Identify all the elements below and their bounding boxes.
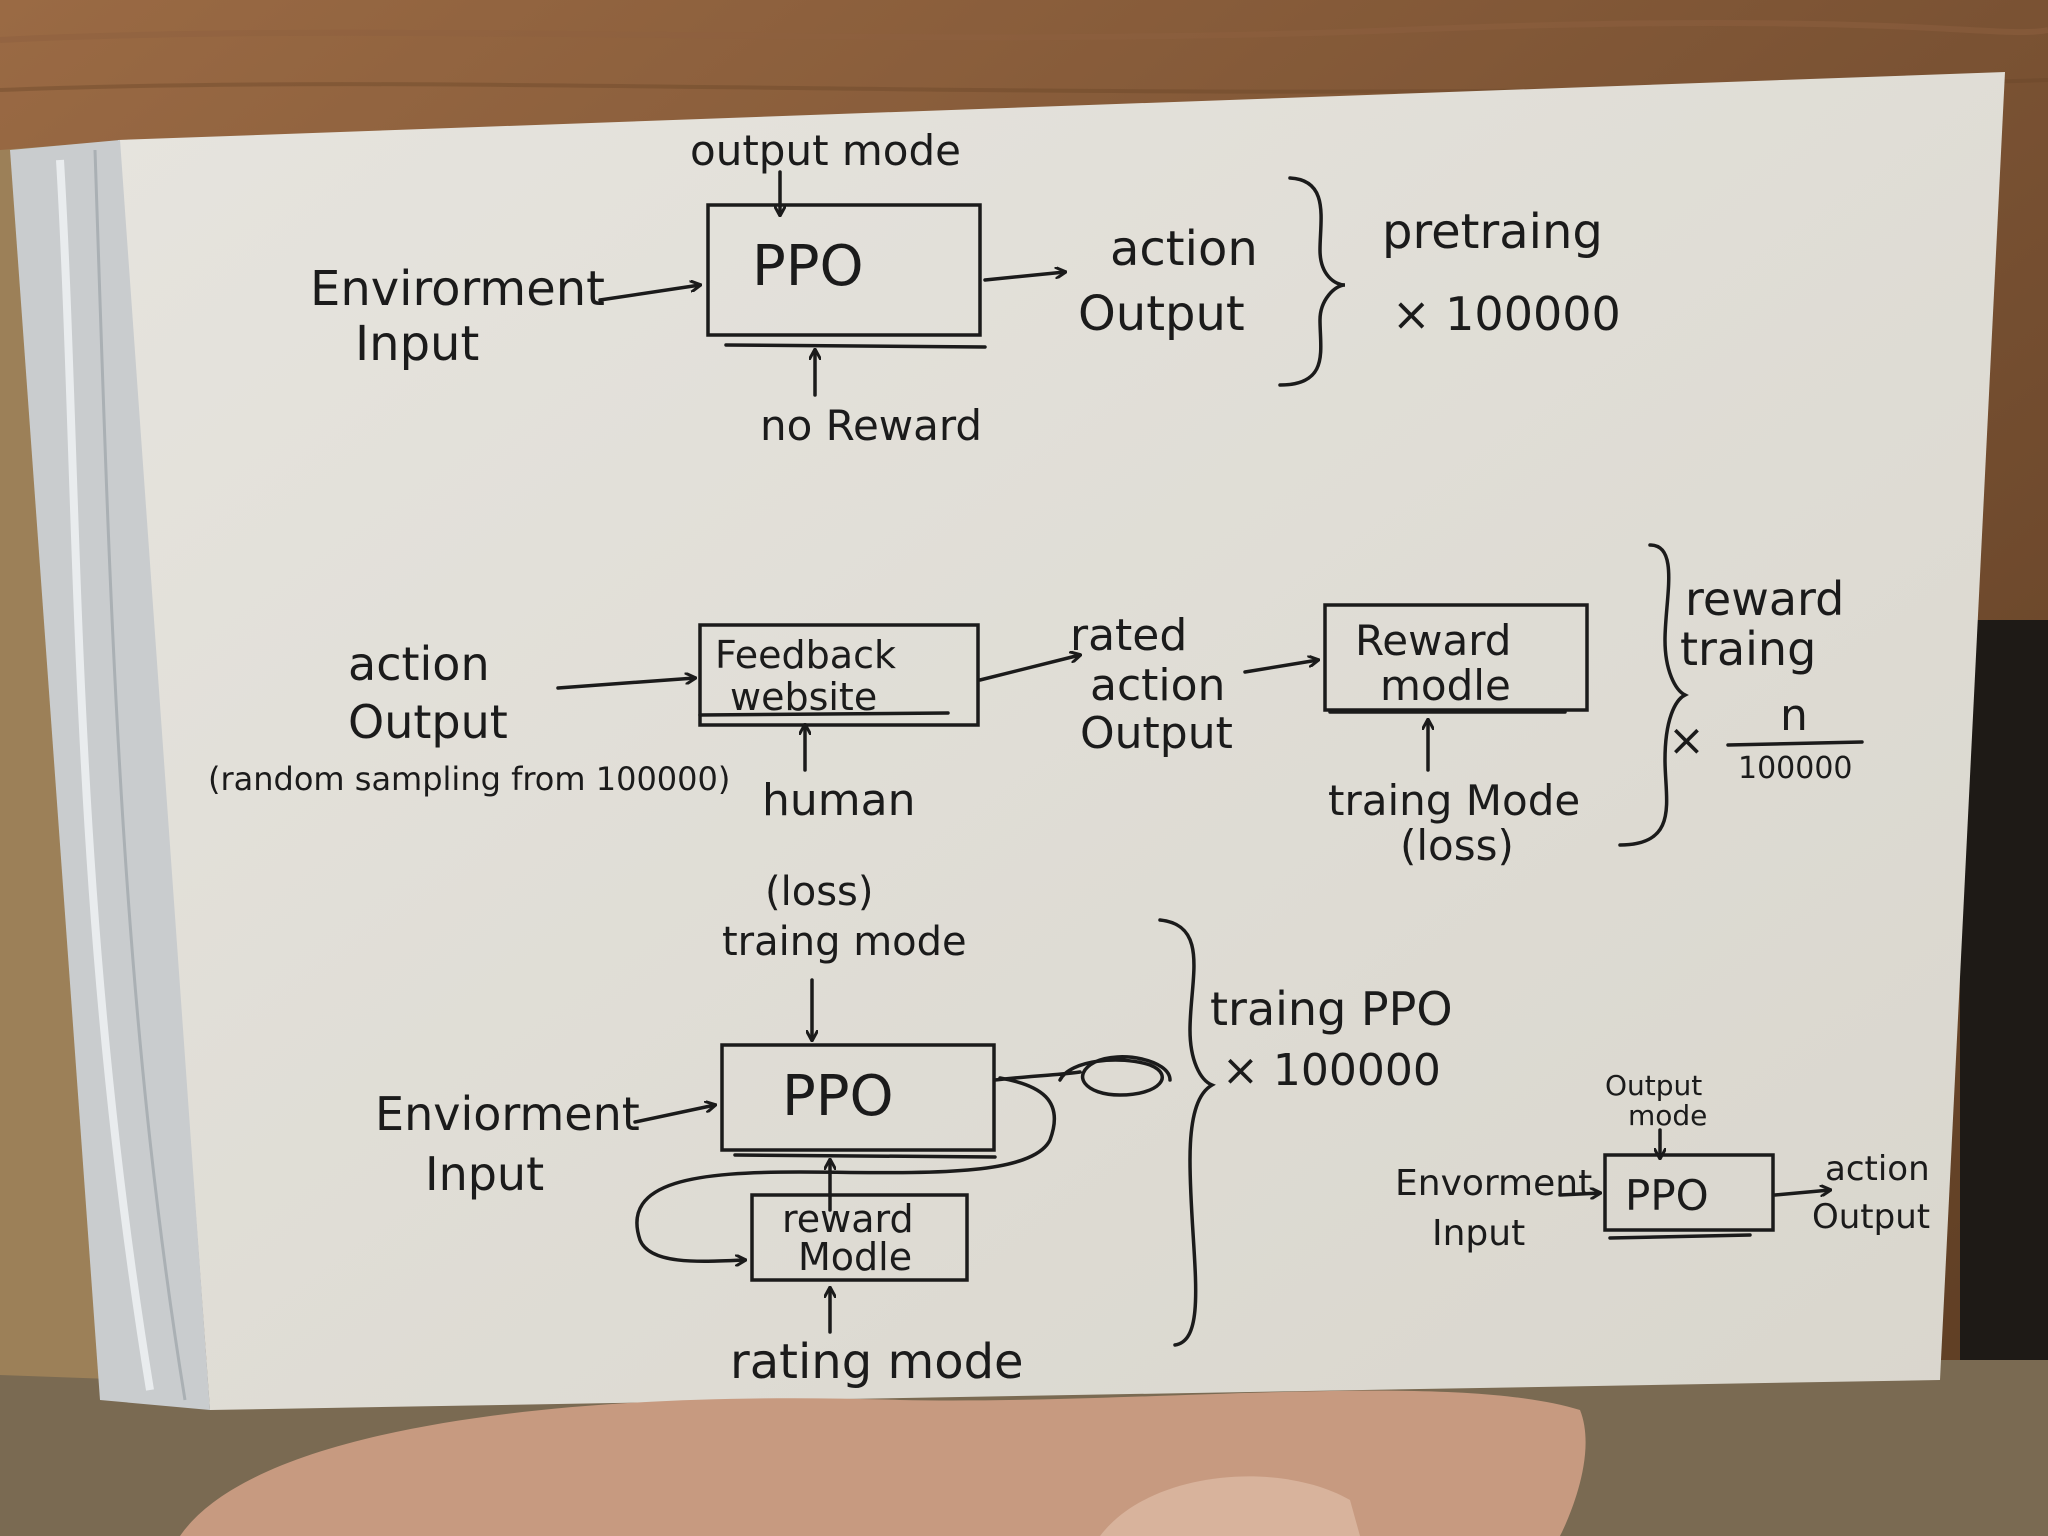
stage-ppo-training: (loss) traing mode PPO Enviorment Input … <box>375 869 1453 1390</box>
reward-model-box-3 <box>750 1193 969 1282</box>
no-reward-label: no Reward <box>760 401 982 450</box>
reward-training-label: reward traing <box>1680 572 1859 676</box>
reward-training-denominator: 100000 <box>1738 751 1853 786</box>
action-output-input-label: action Output <box>348 637 508 749</box>
output-arrow-4 <box>1773 1190 1830 1195</box>
rated-action-output-label: rated action Output <box>1070 610 1239 759</box>
feedback-website-label: Feedback website <box>715 633 908 719</box>
output-arrow <box>983 272 1065 282</box>
ppo-training-label: traing PPO <box>1210 982 1453 1036</box>
loss-training-mode-label: (loss) traing mode <box>722 869 967 965</box>
training-mode-loss-label: traing Mode (loss) <box>1328 776 1594 870</box>
fraction-bar <box>1726 740 1864 747</box>
output-mode-label: output mode <box>690 126 961 175</box>
input-arrow-3 <box>633 1105 715 1124</box>
environment-input-label: Envirorment Input <box>310 261 620 372</box>
rating-mode-label: rating mode <box>730 1334 1024 1390</box>
reward-model-box <box>1323 603 1589 712</box>
feedback-loop <box>635 1076 1057 1261</box>
ppo-box <box>706 203 982 337</box>
reward-training-times: × <box>1668 715 1705 766</box>
action-to-feedback-arrow <box>556 678 695 690</box>
feedback-website-box <box>698 623 980 727</box>
diagram: output mode PPO Envirorment Input action… <box>208 126 1940 1390</box>
stage-deployment: Output mode Envorment Input PPO action O… <box>1395 1069 1940 1254</box>
input-arrow <box>598 285 700 302</box>
pretraining-label: pretraing <box>1382 204 1603 260</box>
feedback-to-rated-arrow <box>978 655 1080 682</box>
random-sampling-note: (random sampling from 100000) <box>208 760 730 798</box>
output-mode-label-4: Output mode <box>1605 1069 1711 1132</box>
reward-model-label: Reward modle <box>1355 616 1525 710</box>
reward-training-brace <box>1618 543 1689 847</box>
stage-pretraining: output mode PPO Envirorment Input action… <box>310 126 1621 450</box>
input-arrow-4 <box>1558 1193 1600 1195</box>
reward-model-label-3: reward Modle <box>782 1197 926 1279</box>
human-label: human <box>762 775 915 826</box>
ppo-label-4: PPO <box>1625 1171 1709 1220</box>
ppo-training-brace <box>1158 918 1216 1347</box>
ppo-box-4 <box>1603 1153 1775 1232</box>
pretraining-brace <box>1278 176 1346 387</box>
rated-to-reward-arrow <box>1243 660 1318 674</box>
ppo-label-3: PPO <box>782 1064 894 1129</box>
stage-reward-training: action Output (random sampling from 1000… <box>208 543 1864 870</box>
ppo-training-multiplier: × 100000 <box>1222 1045 1441 1096</box>
reward-training-numerator: n <box>1780 690 1808 741</box>
action-output-label-4: action Output <box>1812 1149 1940 1237</box>
paper-page <box>118 72 2005 1410</box>
environment-input-label-3: Enviorment Input <box>375 1087 654 1201</box>
action-output-label: action Output <box>1078 221 1273 342</box>
binding-strip <box>10 140 210 1410</box>
environment-input-label-4: Envorment Input <box>1395 1163 1604 1254</box>
ppo-label: PPO <box>752 234 864 299</box>
pretraining-multiplier: × 100000 <box>1392 287 1621 341</box>
ppo-box-3 <box>720 1043 996 1152</box>
